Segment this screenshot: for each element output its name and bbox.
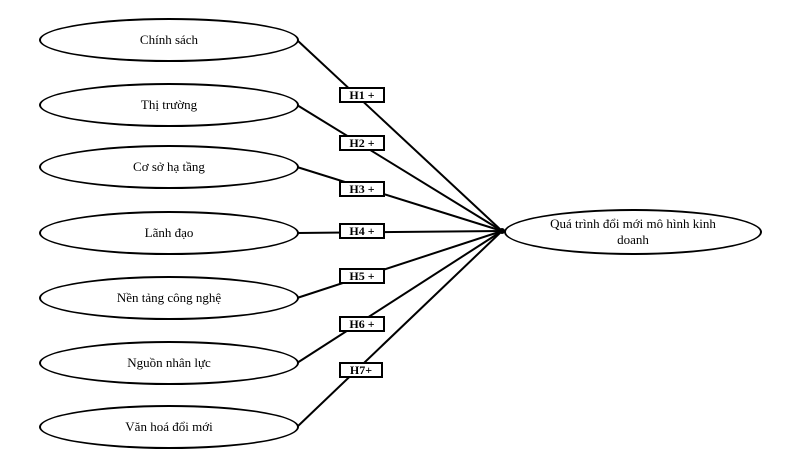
connector-line-h4 (296, 230, 503, 234)
hypothesis-label-h2: H2 + (339, 135, 385, 151)
connector-line-h1 (296, 39, 503, 232)
hypothesis-text-h5: H5 + (349, 268, 375, 283)
factor-node-chinh-sach: Chính sách (39, 18, 299, 62)
factor-label-lanh-dao: Lãnh đạo (144, 224, 194, 240)
connector-line-h6 (296, 230, 503, 364)
outcome-node: Quá trình đổi mới mô hình kinh doanh (504, 209, 762, 255)
hypothesis-label-h5: H5 + (339, 268, 385, 284)
factor-node-nguon-nhan-luc: Nguồn nhân lực (39, 341, 299, 385)
outcome-label: Quá trình đổi mới mô hình kinh doanh (550, 215, 716, 247)
hypothesis-text-h3: H3 + (349, 181, 375, 196)
hypothesis-label-h1: H1 + (339, 87, 385, 103)
convergence-point (499, 228, 505, 234)
factor-node-lanh-dao: Lãnh đạo (39, 211, 299, 255)
hypothesis-text-h1: H1 + (349, 87, 375, 102)
hypothesis-text-h6: H6 + (349, 316, 375, 331)
factor-label-nguon-nhan-luc: Nguồn nhân lực (127, 354, 211, 370)
hypothesis-text-h2: H2 + (349, 135, 375, 150)
factor-label-thi-truong: Thị trường (140, 96, 198, 112)
factor-node-nen-tang-cong-nghe: Nền tảng công nghệ (39, 276, 299, 320)
factor-label-chinh-sach: Chính sách (139, 31, 199, 47)
hypothesis-text-h4: H4 + (349, 223, 375, 238)
connector-line-h3 (296, 166, 503, 232)
factor-label-co-so-ha-tang: Cơ sở hạ tầng (133, 158, 205, 174)
connector-line-h7 (296, 230, 503, 428)
hypothesis-label-h7: H7+ (339, 362, 383, 378)
connector-line-h2 (296, 104, 503, 232)
factor-node-co-so-ha-tang: Cơ sở hạ tầng (39, 145, 299, 189)
factor-node-van-hoa-doi-moi: Văn hoá đổi mới (39, 405, 299, 449)
hypothesis-text-h7: H7+ (349, 362, 373, 377)
factor-label-van-hoa-doi-moi: Văn hoá đổi mới (125, 418, 213, 434)
hypothesis-label-h4: H4 + (339, 223, 385, 239)
connector-line-h5 (296, 230, 503, 299)
hypothesis-label-h6: H6 + (339, 316, 385, 332)
factor-label-nen-tang-cong-nghe: Nền tảng công nghệ (116, 289, 222, 305)
hypothesis-label-h3: H3 + (339, 181, 385, 197)
factor-node-thi-truong: Thị trường (39, 83, 299, 127)
